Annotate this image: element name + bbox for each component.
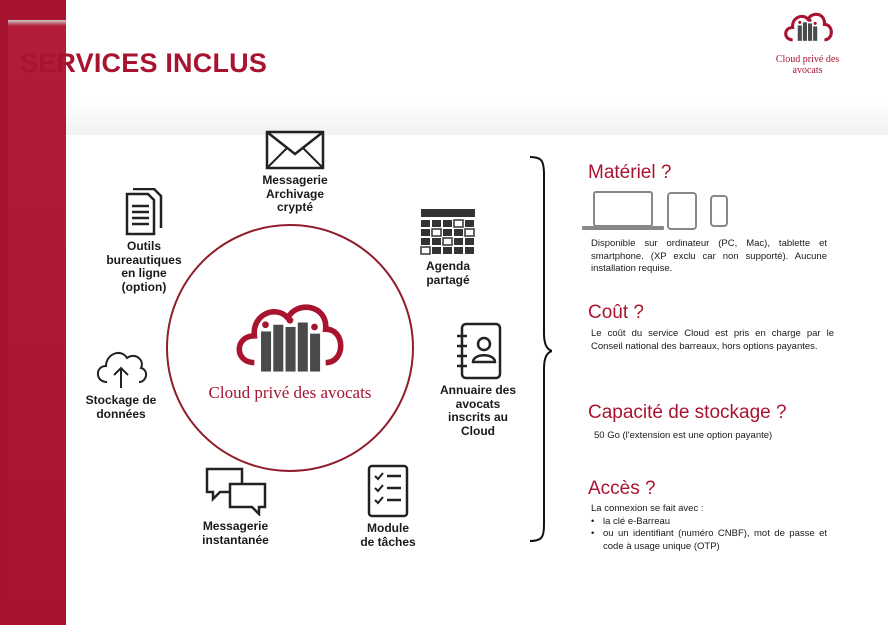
section-materiel-text: Disponible sur ordinateur (PC, Mac), tab… xyxy=(591,238,827,274)
section-cout-title: Coût ? xyxy=(588,302,644,323)
section-acces-text: La connexion se fait avec : la clé e-Bar… xyxy=(591,503,827,553)
service-label: Stockage de données xyxy=(85,393,157,421)
left-accent-bar xyxy=(0,0,66,625)
section-capacite-text: 50 Go (l'extension est une option payant… xyxy=(594,430,773,441)
left-accent-band xyxy=(8,20,66,625)
contact-book-icon xyxy=(457,322,502,380)
section-materiel-title: Matériel ? xyxy=(588,162,672,183)
header-band xyxy=(66,0,888,135)
acces-bullet-list: la clé e-Barreau ou un identifiant (numé… xyxy=(591,516,827,554)
service-annuaire: Annuaire des avocats inscrits au Cloud xyxy=(428,322,528,438)
left-accent-edge xyxy=(0,20,8,625)
envelope-icon xyxy=(265,130,325,170)
brand-name: Cloud privé des avocats xyxy=(775,54,840,76)
list-item: ou un identifiant (numéro CNBF), mot de … xyxy=(591,528,827,553)
brand-logo: Cloud privé des avocats xyxy=(760,8,855,76)
service-stockage: Stockage de données xyxy=(76,346,166,421)
list-item: la clé e-Barreau xyxy=(591,516,827,529)
service-messagerie-archivage: Messagerie Archivage crypté xyxy=(245,130,345,215)
cloud-upload-icon xyxy=(96,351,147,388)
service-label: Agenda partagé xyxy=(425,259,470,287)
checklist-icon xyxy=(367,464,409,518)
calendar-icon xyxy=(420,209,475,255)
service-agenda: Agenda partagé xyxy=(410,208,486,287)
section-cout-text: Le coût du service Cloud est pris en cha… xyxy=(591,328,834,352)
service-messagerie-instantanee: Messagerie instantanée xyxy=(188,466,283,547)
service-module-taches: Module de tâches xyxy=(348,464,428,549)
service-label: Outils bureautiques en ligne (option) xyxy=(106,239,182,294)
cloud-logo-icon xyxy=(236,304,344,372)
section-capacite-title: Capacité de stockage ? xyxy=(588,402,787,423)
service-label: Messagerie Archivage crypté xyxy=(262,173,328,214)
services-circle xyxy=(166,224,414,472)
service-label: Module de tâches xyxy=(360,521,416,549)
curly-brace xyxy=(529,156,552,542)
center-logo-text: Cloud privé des avocats xyxy=(208,383,372,402)
left-accent-top xyxy=(0,0,66,20)
section-acces-intro: La connexion se fait avec : xyxy=(591,503,704,514)
page-title: SERVICES INCLUS xyxy=(20,48,268,78)
documents-icon xyxy=(125,188,163,236)
service-outils-bureautiques: Outils bureautiques en ligne (option) xyxy=(96,188,192,294)
service-label: Messagerie instantanée xyxy=(202,519,269,547)
center-logo: Cloud privé des avocats xyxy=(180,298,400,403)
cloud-logo-icon xyxy=(783,12,833,42)
service-label: Annuaire des avocats inscrits au Cloud xyxy=(439,383,517,438)
chat-bubbles-icon xyxy=(205,467,266,516)
section-acces-title: Accès ? xyxy=(588,478,656,499)
devices-icon xyxy=(582,191,728,230)
